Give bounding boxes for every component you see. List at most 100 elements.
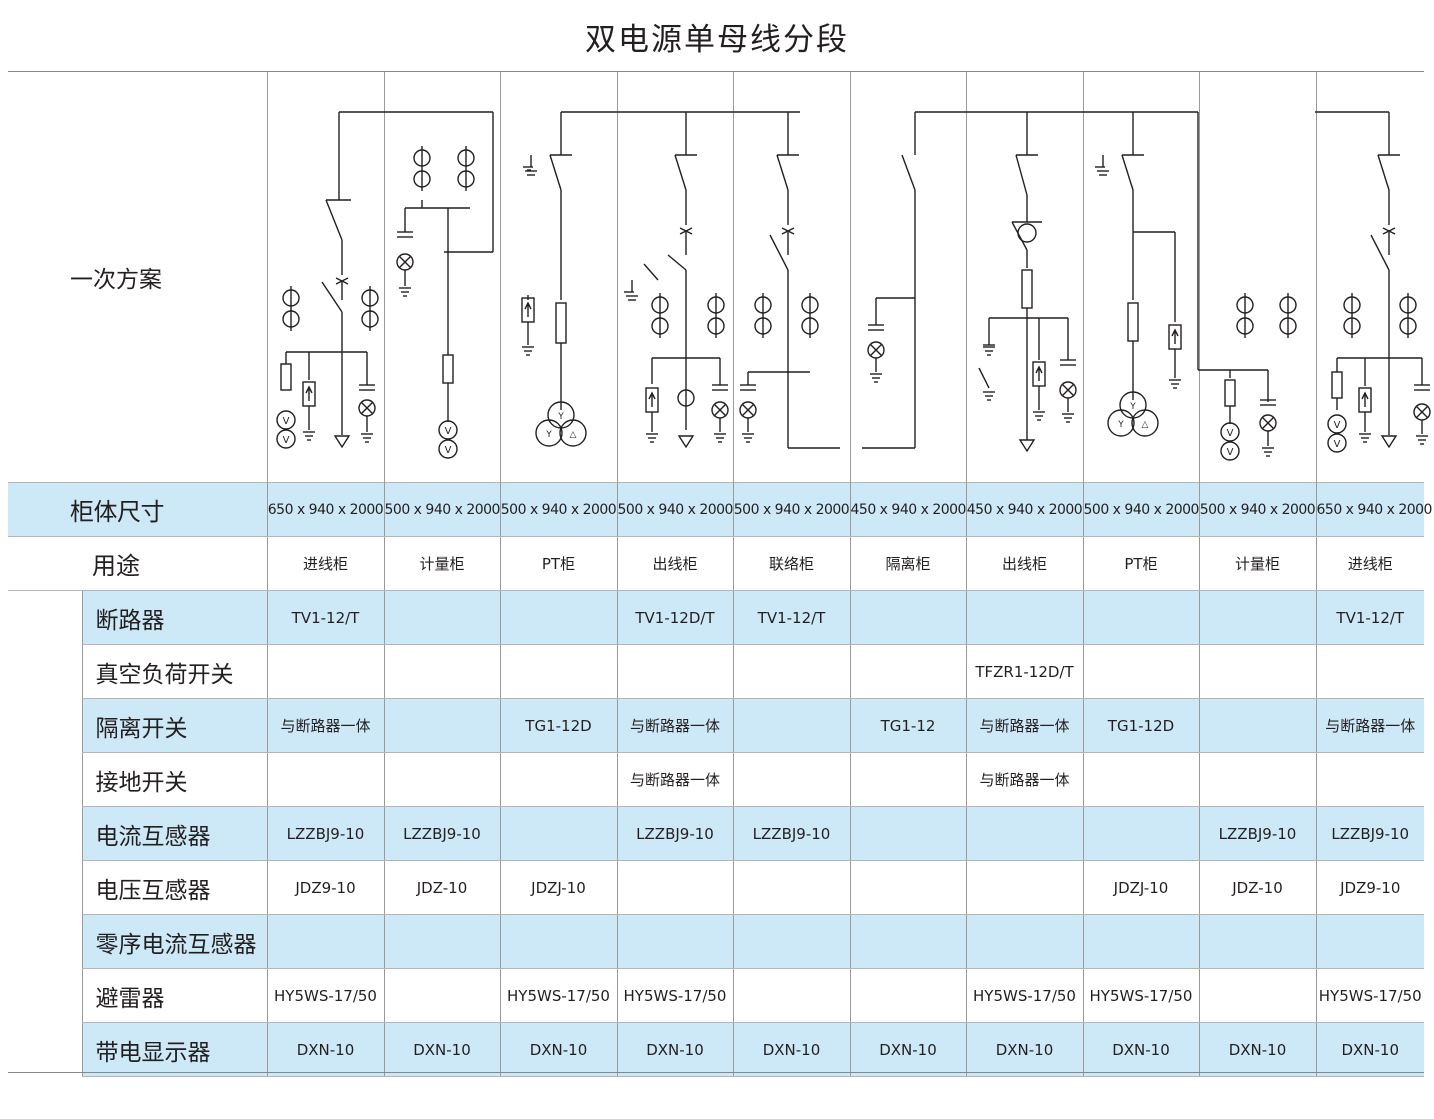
component-value [849,968,966,1023]
component-value: DXN-10 [499,1022,617,1077]
component-value [1198,968,1316,1023]
arrester-arrow-icon [1361,391,1369,407]
use-cell: 出线柜 [965,536,1083,591]
lamp-cross [1061,383,1075,397]
component-value [1082,806,1199,861]
component-value: TV1-12/T [266,590,384,645]
voltmeter-label: V [1227,428,1234,439]
component-value [383,914,500,969]
sensor-icon [677,389,695,407]
component-value: JDZ9-10 [266,860,384,915]
row-gutter [8,698,82,753]
switch-blade-icon [769,234,789,271]
size-cell: 500 x 940 x 2000 [383,482,500,537]
component-value: 与断路器一体 [616,698,733,753]
component-value [965,806,1083,861]
component-value: DXN-10 [732,1022,850,1077]
breaker-x-icon [679,227,693,235]
size-label: 柜体尺寸 [8,482,267,537]
size-cell: 500 x 940 x 2000 [1198,482,1316,537]
use-label: 用途 [8,536,267,591]
fuse-icon [555,302,567,344]
component-value: TV1-12/T [1315,590,1424,645]
component-value: LZZBJ9-10 [1198,806,1316,861]
voltmeter-icon [276,410,296,430]
use-row: 用途 进线柜 计量柜 PT柜 出线柜 联络柜 隔离柜 出线柜 PT柜 计量柜 进… [8,536,1424,591]
breaker-x-icon [781,227,795,235]
component-value: DXN-10 [1198,1022,1316,1077]
switch-blade-icon [1370,234,1390,271]
use-cell: 出线柜 [616,536,733,591]
row-gutter [8,644,82,699]
component-value: LZZBJ9-10 [1315,806,1424,861]
component-value [732,860,850,915]
component-value: TG1-12D [499,698,617,753]
pt-symbol: △ [570,430,577,440]
component-value [1198,590,1316,645]
component-value: LZZBJ9-10 [383,806,500,861]
switch-blade-icon [674,154,687,191]
row-gutter [8,590,82,645]
use-cell: PT柜 [499,536,617,591]
component-name: 零序电流互感器 [81,914,267,969]
arrester-arrow-icon [305,385,313,401]
voltmeter-icon [1327,433,1347,453]
row-gutter [8,860,82,915]
switch-blade-icon [901,154,916,191]
component-name: 电压互感器 [81,860,267,915]
component-value: LZZBJ9-10 [732,806,850,861]
switch-blade-icon [1015,154,1028,196]
pt-winding-icon [535,419,563,447]
component-name: 断路器 [81,590,267,645]
component-value [266,644,384,699]
use-cell: 计量柜 [383,536,500,591]
fuse-icon [1127,302,1139,342]
fuse-icon [442,354,454,384]
component-value: DXN-10 [1082,1022,1199,1077]
component-value [266,752,384,807]
use-cell: 计量柜 [1198,536,1316,591]
ground-triangle-icon [1380,435,1398,449]
fuse-icon [1224,379,1236,407]
component-value [849,806,966,861]
component-value [616,914,733,969]
component-value [1198,644,1316,699]
component-value [732,752,850,807]
component-value [1315,644,1424,699]
component-name: 真空负荷开关 [81,644,267,699]
component-row: 接地开关与断路器一体与断路器一体 [8,752,1424,807]
component-name: 电流互感器 [81,806,267,861]
component-value: 与断路器一体 [965,698,1083,753]
component-value [1198,698,1316,753]
row-gutter [8,1022,82,1077]
pt-symbol: Y [557,412,564,422]
component-value [616,644,733,699]
voltmeter-label: V [1227,447,1234,458]
component-value: DXN-10 [266,1022,384,1077]
lamp-cross [1415,405,1429,419]
use-cell: 隔离柜 [849,536,966,591]
component-value [732,644,850,699]
switch-blade-icon [325,199,343,241]
use-cell: 联络柜 [732,536,850,591]
component-value [383,752,500,807]
component-value [849,590,966,645]
ground-triangle-icon [333,435,351,449]
component-value [616,860,733,915]
component-value [383,644,500,699]
switch-blade-icon [1011,221,1028,251]
component-value: HY5WS-17/50 [1082,968,1199,1023]
component-row: 零序电流互感器 [8,914,1424,969]
switch-blade-icon [643,263,659,281]
pt-winding-icon [1131,409,1159,437]
component-value [965,914,1083,969]
component-value: JDZ-10 [383,860,500,915]
component-value: JDZJ-10 [499,860,617,915]
row-gutter [8,968,82,1023]
switch-blade-icon [549,154,562,191]
